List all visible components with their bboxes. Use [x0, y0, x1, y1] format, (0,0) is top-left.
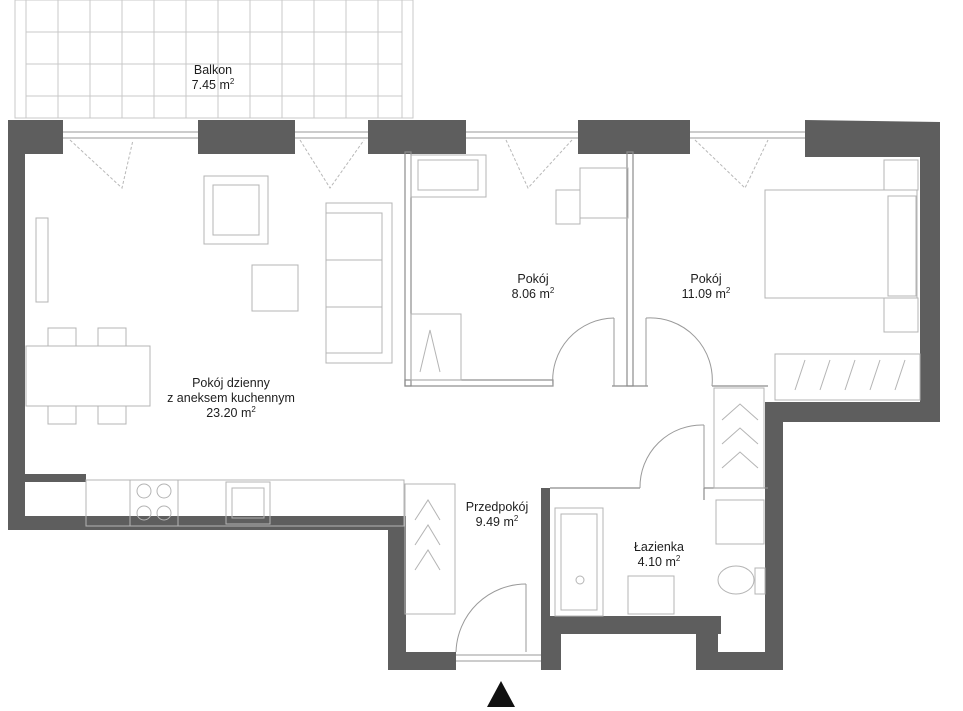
- room-label-balcony: Balkon 7.45 m2: [192, 63, 235, 93]
- room-name: Łazienka: [633, 540, 685, 554]
- room-name: Przedpokój: [465, 500, 529, 514]
- windows: [63, 131, 805, 189]
- room-area: 8.06 m2: [511, 286, 555, 302]
- interior-walls: [404, 151, 768, 500]
- room-label-hall: Przedpokój 9.49 m2: [466, 500, 529, 530]
- walls: [8, 120, 940, 670]
- entrance-arrow-icon: [487, 681, 515, 707]
- room-name: Pokój: [517, 272, 549, 286]
- furniture: [25, 154, 921, 617]
- room-name: Pokój: [690, 272, 722, 286]
- room-area: 11.09 m2: [681, 286, 731, 302]
- room-area: 9.49 m2: [475, 514, 519, 530]
- room-label-living: Pokój dzienny z aneksem kuchennym 23.20 …: [167, 376, 295, 421]
- balcony-area: [14, 0, 414, 119]
- room-area: 7.45 m2: [191, 77, 235, 93]
- room-label-bathroom: Łazienka 4.10 m2: [634, 540, 684, 570]
- room-area: 23.20 m2: [206, 405, 256, 421]
- doors: [455, 317, 713, 662]
- room-name: Pokój dzienny: [192, 376, 270, 390]
- room-label-bedroom-large: Pokój 11.09 m2: [682, 272, 731, 302]
- room-name: Balkon: [193, 63, 233, 77]
- room-name-line2: z aneksem kuchennym: [167, 391, 295, 405]
- room-area: 4.10 m2: [637, 554, 681, 570]
- room-label-bedroom-small: Pokój 8.06 m2: [512, 272, 555, 302]
